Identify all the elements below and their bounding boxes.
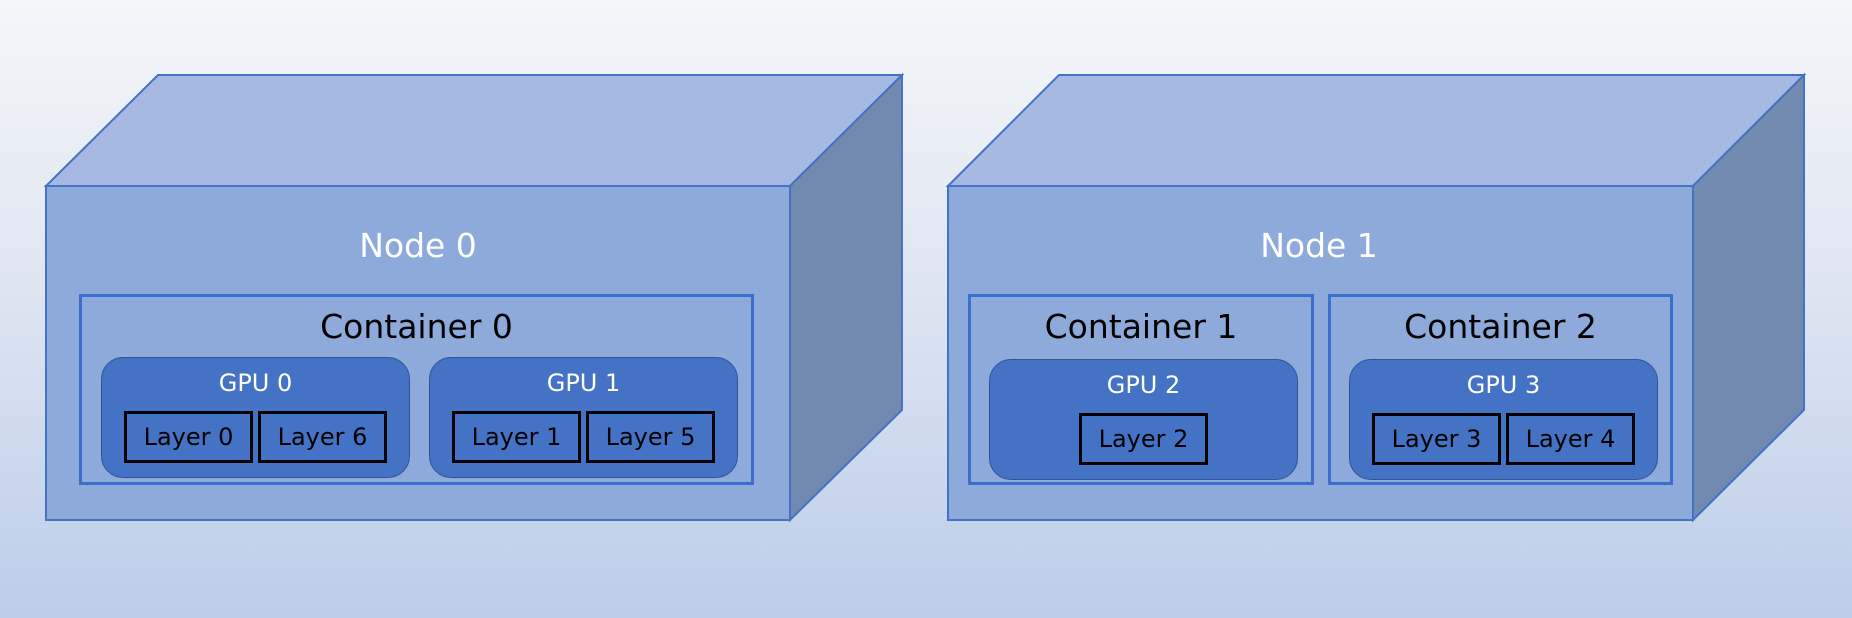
gpu-0-layer-row: Layer 0 Layer 6: [102, 411, 409, 463]
gpu-3-layer-row: Layer 3 Layer 4: [1350, 413, 1657, 465]
gpu-3-box: GPU 3 Layer 3 Layer 4: [1349, 359, 1658, 480]
layer-3-box: Layer 3: [1372, 413, 1501, 465]
container-1-box: Container 1 GPU 2 Layer 2: [968, 294, 1314, 485]
layer-6-box: Layer 6: [258, 411, 387, 463]
layer-0-box: Layer 0: [124, 411, 253, 463]
gpu-3-title: GPU 3: [1466, 371, 1541, 399]
gpu-2-box: GPU 2 Layer 2: [989, 359, 1298, 480]
container-0-title: Container 0: [320, 307, 513, 346]
gpu-1-title: GPU 1: [546, 369, 621, 397]
container-2-box: Container 2 GPU 3 Layer 3 Layer 4: [1328, 294, 1673, 485]
gpu-0-title: GPU 0: [218, 369, 293, 397]
gpu-2-title: GPU 2: [1106, 371, 1181, 399]
gpu-0-box: GPU 0 Layer 0 Layer 6: [101, 357, 410, 478]
node-0-title: Node 0: [359, 226, 477, 265]
node-1-title: Node 1: [1260, 226, 1378, 265]
gpu-2-layer-row: Layer 2: [990, 413, 1297, 465]
container-1-title: Container 1: [1044, 307, 1238, 346]
container-2-title: Container 2: [1404, 307, 1597, 346]
layer-5-box: Layer 5: [586, 411, 715, 463]
node-1-top-face: [945, 74, 1807, 187]
layer-2-box: Layer 2: [1079, 413, 1208, 465]
layer-1-box: Layer 1: [452, 411, 581, 463]
gpu-1-box: GPU 1 Layer 1 Layer 5: [429, 357, 738, 478]
gpu-1-layer-row: Layer 1 Layer 5: [430, 411, 737, 463]
container-0-box: Container 0 GPU 0 Layer 0 Layer 6 GPU 1 …: [79, 294, 754, 485]
layer-4-box: Layer 4: [1506, 413, 1635, 465]
